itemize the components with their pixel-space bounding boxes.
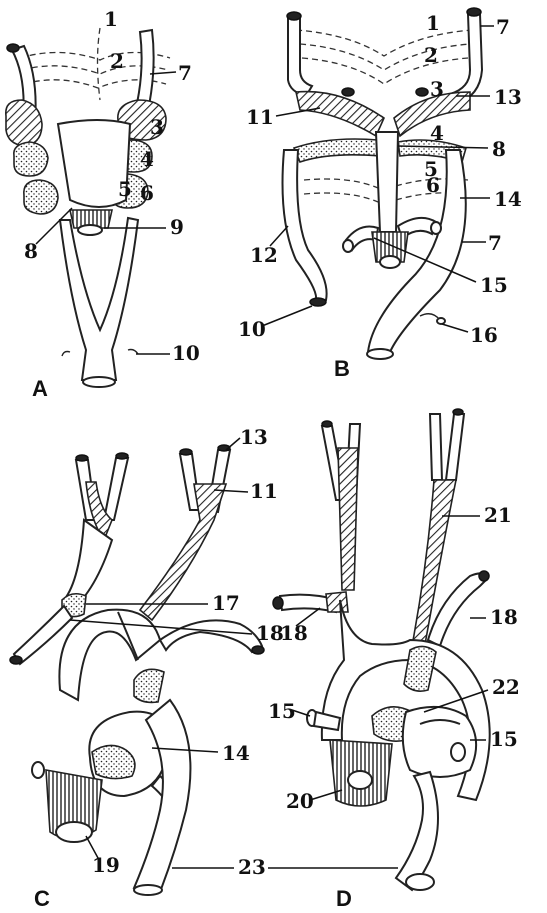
label-b-5: 5: [424, 157, 438, 181]
label-b-10: 10: [238, 317, 266, 341]
panel-c-label: C: [34, 886, 50, 911]
label-b-13: 13: [494, 85, 522, 109]
label-b-14: 14: [494, 187, 522, 211]
label-a-2: 2: [110, 49, 124, 73]
label-a-6: 6: [140, 181, 154, 205]
label-b-11: 11: [246, 105, 274, 129]
label-b-7-top: 7: [496, 15, 510, 39]
label-a-8: 8: [24, 239, 38, 263]
label-a-3: 3: [150, 115, 164, 139]
label-c-17: 17: [212, 591, 240, 615]
label-b-16: 16: [470, 323, 498, 347]
panel-b-drawing: [281, 7, 484, 360]
label-b-3: 3: [430, 77, 444, 101]
label-d-20: 20: [286, 789, 314, 813]
label-a-7: 7: [178, 61, 192, 85]
label-c-13: 13: [240, 425, 268, 449]
label-d-22: 22: [492, 675, 520, 699]
label-a-5: 5: [118, 177, 132, 201]
label-d-21: 21: [484, 503, 512, 527]
panel-b-label: B: [334, 356, 350, 381]
label-d-15-right: 15: [490, 727, 518, 751]
panel-d-label: D: [336, 886, 352, 911]
label-c-19: 19: [92, 853, 120, 877]
label-b-4: 4: [430, 121, 444, 145]
label-b-1: 1: [426, 11, 440, 35]
label-d-15-left: 15: [268, 699, 296, 723]
panel-c-drawing: [9, 444, 265, 896]
panel-a-label: A: [32, 376, 48, 401]
label-c-18: 18: [256, 621, 284, 645]
label-b-8: 8: [492, 137, 506, 161]
label-b-6: 6: [426, 173, 440, 197]
label-d-18-left: 18: [280, 621, 308, 645]
panel-a-drawing: [5, 27, 171, 388]
label-c-14: 14: [222, 741, 250, 765]
label-a-1: 1: [104, 7, 118, 31]
label-b-12: 12: [250, 243, 278, 267]
label-b-15: 15: [480, 273, 508, 297]
panel-d-drawing: [272, 408, 491, 892]
label-a-4: 4: [140, 147, 154, 171]
label-c-23: 23: [238, 855, 266, 879]
label-d-18-right: 18: [490, 605, 518, 629]
label-a-9: 9: [170, 215, 184, 239]
label-b-7-lower: 7: [488, 231, 502, 255]
label-a-10: 10: [172, 341, 200, 365]
label-c-11: 11: [250, 479, 278, 503]
label-b-2: 2: [424, 43, 438, 67]
